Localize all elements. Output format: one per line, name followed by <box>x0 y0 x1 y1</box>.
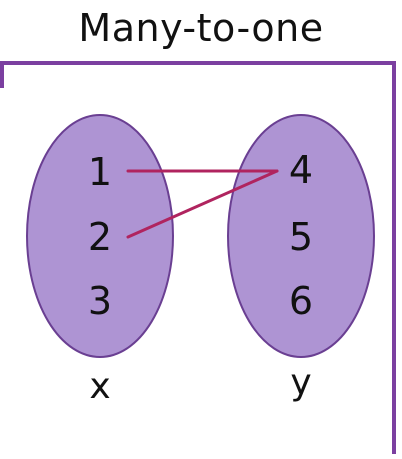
domain-element: 1 <box>88 150 112 194</box>
codomain-label: y <box>290 362 311 403</box>
diagram-title: Many-to-one <box>78 6 324 50</box>
codomain-element: 4 <box>289 148 313 192</box>
codomain-element: 6 <box>289 279 313 323</box>
codomain-element: 5 <box>289 215 313 259</box>
domain-element: 3 <box>88 279 112 323</box>
frame-border <box>0 61 396 454</box>
mapping-line-2-to-4 <box>126 169 279 239</box>
domain-element: 2 <box>88 215 112 259</box>
domain-set-ellipse <box>26 114 174 358</box>
domain-label: x <box>89 366 110 407</box>
